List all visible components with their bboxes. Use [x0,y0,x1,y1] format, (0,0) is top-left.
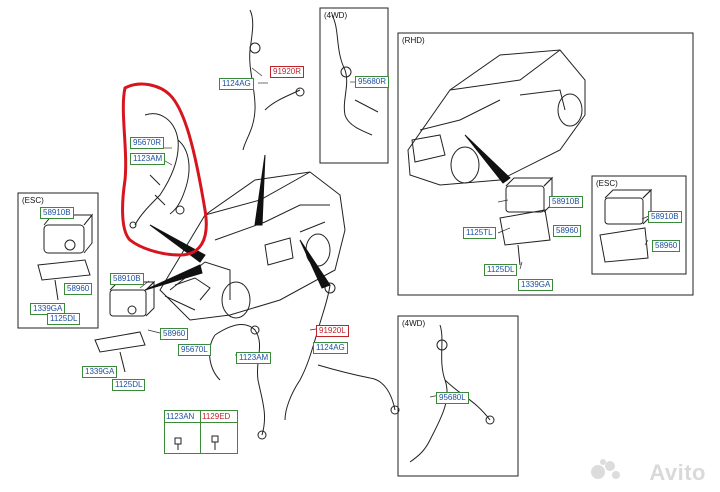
parts-table-header-divider [165,422,237,423]
box-title-4wd-top: (4WD) [324,11,348,20]
esc-left-box [17,192,99,329]
label-58910b-esc-right: 58910B [648,211,682,223]
label-95670l: 95670L [178,344,211,356]
label-58910b-main: 58910B [110,273,144,285]
front-right-sensor-wire [129,113,190,229]
label-95680l: 95680L [436,392,469,404]
label-1124ag-top: 1124AG [219,78,254,90]
rhd-box [397,32,694,296]
label-91920r: 91920R [270,66,305,78]
label-1123am-top: 1123AM [130,153,166,165]
parts-table: 1123AN 1129ED [164,410,238,454]
label-95670r: 95670R [130,137,165,149]
label-91920l: 91920L [316,325,349,337]
label-1339ga-main: 1339GA [82,366,118,378]
hecu-main-module [94,280,156,373]
label-1125dl-rhd: 1125DL [484,264,518,276]
rear-left-sensor-wire [284,282,400,421]
label-1125dl-main: 1125DL [112,379,146,391]
esc-right-box [591,175,687,275]
label-1339ga-rhd: 1339GA [518,279,554,291]
box-title-esc-left: (ESC) [22,196,44,205]
parts-table-col2: 1129ED [202,412,231,421]
label-58910b-esc: 58910B [40,207,74,219]
box-title-rhd: (RHD) [402,36,425,45]
avito-logo-icon [591,459,620,479]
main-car-illustration [159,171,346,321]
parts-table-divider [200,411,201,453]
avito-watermark: Avito [649,460,706,485]
label-1124ag-bottom: 1124AG [313,342,348,354]
rhd-car-illustration [407,49,586,186]
label-1125dl-esc: 1125DL [47,313,81,325]
pointer-arrows [144,134,511,291]
label-58960-esc: 58960 [64,283,93,295]
esc-right-module [599,188,653,263]
fwd4-bottom-box [397,315,519,477]
label-58960-esc-right: 58960 [652,240,681,252]
label-58960-rhd: 58960 [553,225,582,237]
label-1339ga-esc: 1339GA [30,303,66,315]
red-highlight-outline [121,82,208,257]
label-1125tl-rhd: 1125TL [463,227,496,239]
label-95680r: 95680R [355,76,390,88]
box-title-esc-right: (ESC) [596,179,618,188]
box-title-4wd-bottom: (4WD) [402,319,426,328]
hecu-rhd-module [499,176,554,266]
label-58960-main: 58960 [160,328,189,340]
fwd4-top-sensor-wire [331,14,379,136]
label-58910b-rhd: 58910B [549,196,583,208]
bolt-icons [174,435,219,450]
label-1123am-bottom: 1123AM [236,352,272,364]
parts-table-col1: 1123AN [166,412,195,421]
